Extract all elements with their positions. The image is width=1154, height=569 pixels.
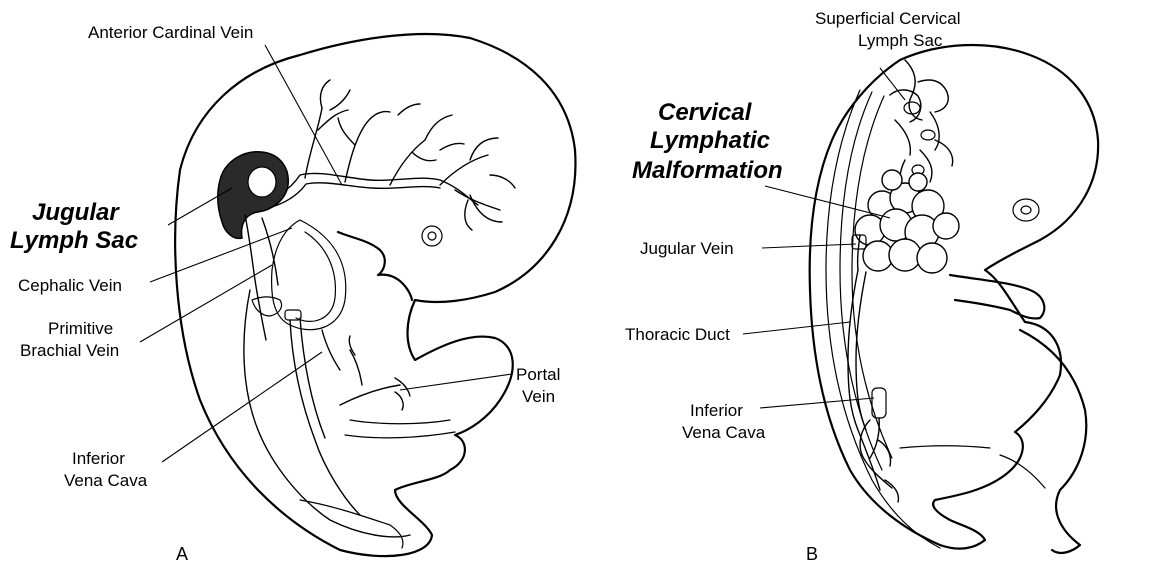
- jugular-vein-b: [858, 235, 860, 270]
- eye-a-inner: [428, 232, 436, 240]
- head-vein-branches-a: [305, 80, 515, 230]
- cephalic-vein-a: [245, 215, 266, 340]
- tail-vessels-a: [300, 500, 403, 548]
- portal-vein-a: [340, 385, 400, 405]
- label-superficial-cervical: Superficial Cervical: [815, 9, 961, 28]
- eye-b-inner: [1021, 206, 1031, 214]
- label-inferior-b: Inferior: [690, 401, 743, 420]
- inferior-vena-cava-a-2: [300, 318, 325, 438]
- limb-bud-a: [252, 297, 282, 316]
- label-inferior: Inferior: [72, 449, 125, 468]
- label-cervical: Cervical: [658, 99, 753, 126]
- label-jugular: Jugular: [32, 199, 120, 226]
- panel-a: Anterior Cardinal Vein Jugular Lymph Sac…: [10, 23, 575, 564]
- leader-thoracic-duct: [743, 322, 850, 334]
- label-malformation: Malformation: [632, 157, 783, 184]
- gut-a-2: [345, 432, 455, 438]
- label-vena-cava-b: Vena Cava: [682, 423, 766, 442]
- inferior-vena-cava-a: [290, 320, 360, 515]
- label-cephalic-vein: Cephalic Vein: [18, 276, 122, 295]
- thoracic-duct-b-2: [856, 272, 866, 430]
- label-thoracic-duct: Thoracic Duct: [625, 325, 730, 344]
- panel-letter-a: A: [176, 544, 188, 564]
- tail-b: [900, 446, 990, 448]
- cervical-lymphatic-malformation-b: [855, 170, 959, 273]
- eye-b: [1013, 199, 1039, 221]
- gut-a: [350, 420, 450, 424]
- label-lymph-sac: Lymph Sac: [10, 227, 138, 254]
- label-anterior-cardinal-vein: Anterior Cardinal Vein: [88, 23, 253, 42]
- back-line-b-1: [826, 90, 940, 548]
- label-portal: Portal: [516, 365, 560, 384]
- superficial-cervical-lymph-sac-b: [890, 60, 953, 190]
- label-superficial-lymph-sac: Lymph Sac: [858, 31, 943, 50]
- leg-b: [1020, 330, 1086, 553]
- leader-portal-vein: [400, 374, 512, 390]
- ivc-cut-end-a: [285, 310, 301, 320]
- neck-fold-a: [338, 232, 412, 300]
- leader-primitive-brachial-vein: [140, 265, 272, 342]
- label-vein: Vein: [522, 387, 555, 406]
- thoracic-duct-b: [848, 270, 880, 490]
- leader-inferior-vena-cava-a: [162, 352, 322, 462]
- eye-a: [422, 226, 442, 246]
- heart-bulge-a-inner: [296, 232, 335, 321]
- leader-cephalic-vein: [150, 228, 292, 282]
- label-brachial-vein: Brachial Vein: [20, 341, 119, 360]
- leg-b-inner: [1000, 455, 1045, 488]
- leader-superficial-cervical-lymph-sac: [880, 68, 905, 100]
- label-lymphatic: Lymphatic: [650, 127, 770, 154]
- panel-letter-b: B: [806, 544, 818, 564]
- label-jugular-vein: Jugular Vein: [640, 239, 734, 258]
- panel-b: Superficial Cervical Lymph Sac Cervical …: [625, 9, 1098, 564]
- leader-jugular-vein: [762, 244, 856, 248]
- portal-vein-branches-a: [322, 330, 410, 410]
- jugular-lymph-sac-a: [218, 152, 288, 239]
- label-primitive: Primitive: [48, 319, 113, 338]
- arm-b: [950, 275, 1044, 318]
- jugular-lymph-sac-a-lumen: [248, 167, 276, 197]
- label-vena-cava: Vena Cava: [64, 471, 148, 490]
- embryo-a-outline: [175, 34, 575, 556]
